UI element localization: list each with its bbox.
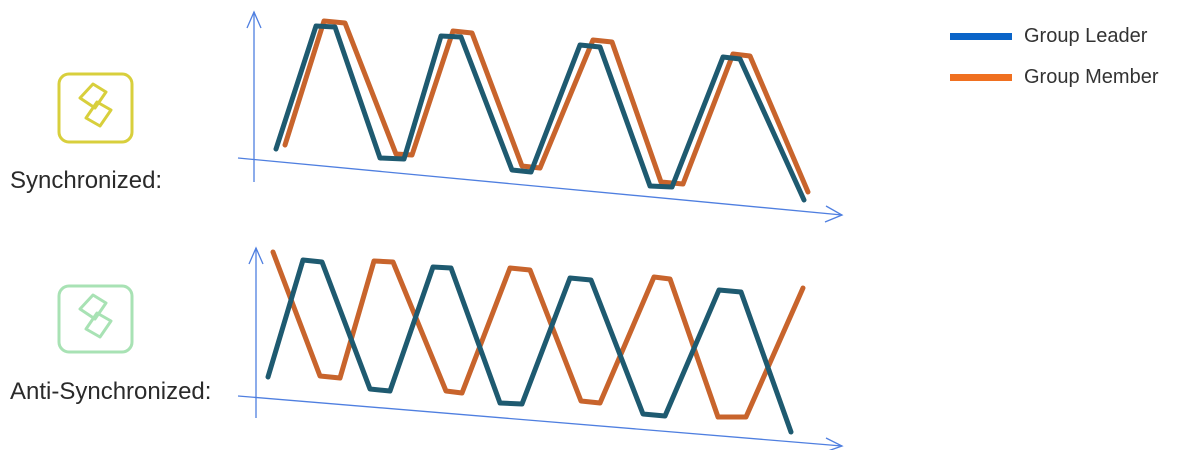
legend-item-member: Group Member <box>950 62 1159 92</box>
synchronized-axes <box>237 10 844 223</box>
anti-leader-wave <box>265 257 794 435</box>
synchronized-label: Synchronized: <box>10 167 163 194</box>
anti-synchronized-label: Anti-Synchronized: <box>10 378 212 405</box>
sync-leader-wave <box>273 23 807 203</box>
synchronized-waves <box>273 18 811 203</box>
anti-x-axis <box>237 395 843 447</box>
legend-swatch-leader <box>950 32 1012 40</box>
legend-item-leader: Group Leader <box>950 21 1147 51</box>
legend-label-member: Group Member <box>1024 65 1159 88</box>
legend-label-leader: Group Leader <box>1024 24 1148 47</box>
synchronized-chain-link-icon <box>57 72 134 144</box>
anti-synchronized-axes <box>237 246 844 450</box>
legend-swatch-member <box>950 73 1012 81</box>
sync-x-axis <box>237 157 843 216</box>
anti-synchronized-waves <box>265 249 806 435</box>
anti-member-wave <box>270 249 806 420</box>
anti-synchronized-chain-link-icon <box>57 284 134 354</box>
